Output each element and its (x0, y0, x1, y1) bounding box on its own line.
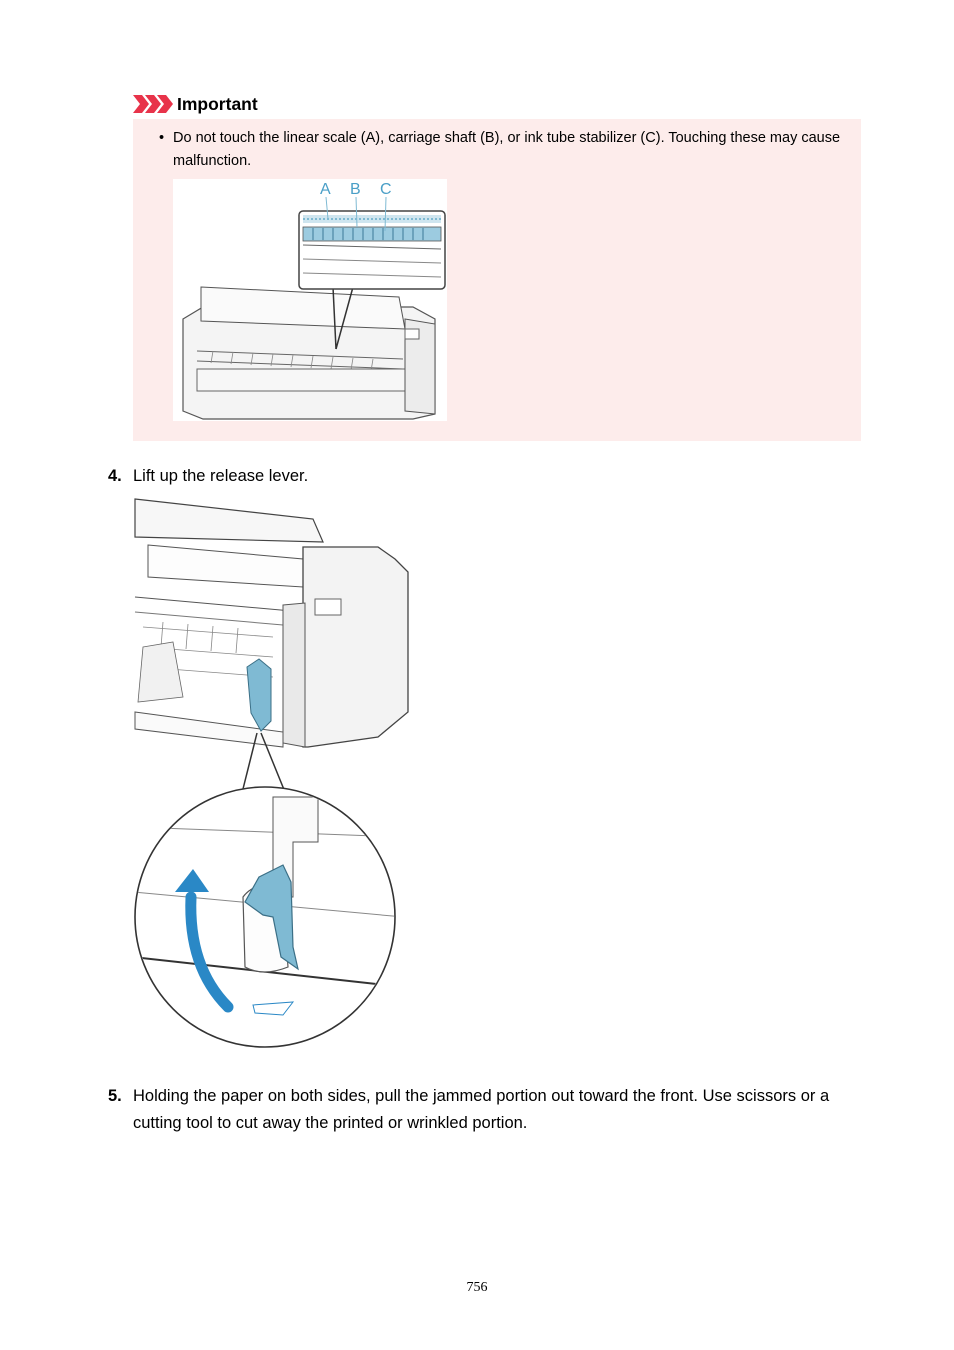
bullet-marker: • (159, 130, 165, 146)
step-5: 5. Holding the paper on both sides, pull… (108, 1083, 868, 1137)
label-c: C (380, 181, 392, 198)
step-number: 4. (108, 467, 122, 485)
important-box: • Do not touch the linear scale (A), car… (133, 119, 861, 441)
step-4: 4. Lift up the release lever. (108, 463, 868, 490)
page-number: 756 (466, 1280, 488, 1295)
release-lever-illustration (134, 498, 409, 1048)
step-text: Holding the paper on both sides, pull th… (133, 1087, 830, 1132)
printer-interior-illustration: A B C (173, 179, 447, 421)
important-chevron-icon (133, 95, 173, 113)
important-heading: Important (177, 93, 258, 114)
label-b: B (350, 181, 361, 198)
label-a: A (320, 181, 331, 198)
important-header: Important (133, 92, 258, 116)
important-bullet: • Do not touch the linear scale (A), car… (159, 127, 849, 173)
bullet-text: Do not touch the linear scale (A), carri… (173, 130, 841, 169)
step-text: Lift up the release lever. (133, 467, 309, 485)
step-number: 5. (108, 1087, 122, 1105)
